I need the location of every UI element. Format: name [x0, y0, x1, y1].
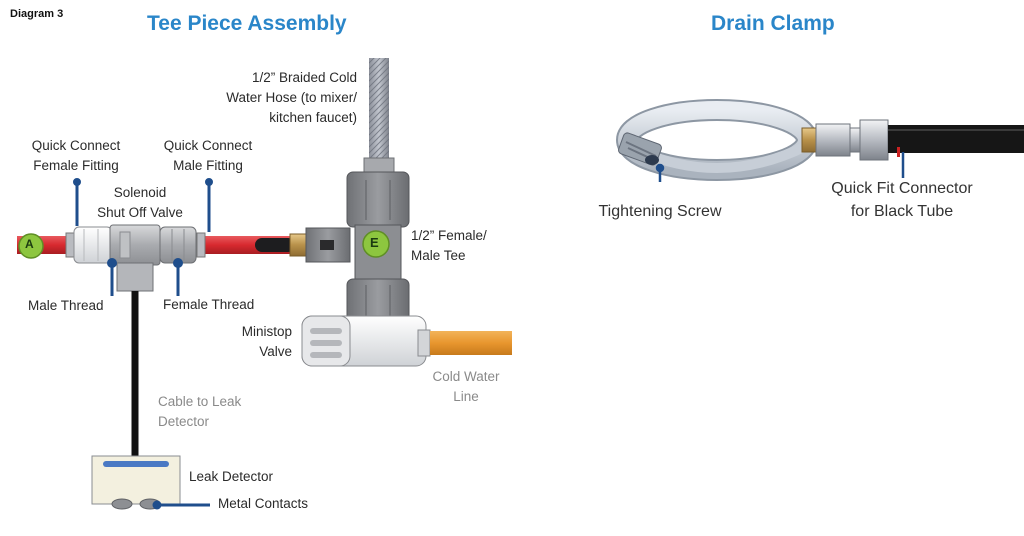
braided-hose-line-1: 1/2” Braided Cold — [251, 70, 357, 85]
tee-line-2: Male Tee — [411, 248, 466, 263]
cold-water-line-2: Line — [453, 389, 479, 404]
qc-male-label: Quick Connect Male Fitting — [150, 136, 266, 176]
drain-clamp-title: Drain Clamp — [711, 12, 835, 35]
quick-fit-line-2: for Black Tube — [850, 203, 954, 220]
marker-e — [362, 230, 390, 258]
drain-clamp-artwork — [616, 99, 1024, 181]
leak-detector-label: Leak Detector — [189, 469, 274, 484]
cable-line-1: Cable to Leak — [158, 394, 242, 409]
cold-water-label: Cold Water Line — [418, 367, 514, 407]
marker-a — [18, 233, 44, 259]
female-male-tee-label: 1/2” Female/ Male Tee — [411, 226, 487, 266]
female-thread-label: Female Thread — [163, 297, 255, 312]
ministop-line-2: Valve — [259, 344, 292, 359]
qc-male-line-1: Quick Connect — [163, 138, 253, 153]
qc-female-label: Quick Connect Female Fitting — [18, 136, 134, 176]
braided-hose-line-2: Water Hose (to mixer/ — [226, 90, 357, 105]
cable-label: Cable to Leak Detector — [158, 392, 241, 432]
ministop-label: Ministop Valve — [224, 322, 292, 362]
marker-e-label: E — [370, 235, 379, 250]
braided-hose — [363, 58, 395, 175]
drain-leader-lines — [655, 152, 905, 182]
solenoid-line-2: Shut Off Valve — [97, 205, 183, 220]
quick-connect-female — [73, 226, 113, 264]
cold-water-line-1: Cold Water — [432, 369, 500, 384]
cold-water-pipe — [430, 331, 512, 355]
leader-lines — [73, 178, 213, 510]
braided-hose-line-3: kitchen faucet) — [269, 110, 357, 125]
diagram-number: Diagram 3 — [10, 8, 64, 20]
tee-inlet-connector — [255, 227, 351, 263]
qc-male-line-2: Male Fitting — [173, 158, 243, 173]
qc-female-line-1: Quick Connect — [31, 138, 121, 153]
leak-detector-box — [91, 455, 181, 510]
male-thread-label: Male Thread — [28, 298, 104, 313]
braided-hose-label: 1/2” Braided Cold Water Hose (to mixer/ … — [200, 68, 357, 128]
marker-a-label: A — [25, 237, 34, 251]
tee-piece-title: Tee Piece Assembly — [147, 12, 347, 35]
tee-line-1: 1/2” Female/ — [411, 228, 487, 243]
solenoid-line-1: Solenoid — [113, 185, 167, 200]
quick-fit-line-1: Quick Fit Connector — [831, 180, 973, 197]
cable-line-2: Detector — [158, 414, 210, 429]
ministop-valve — [301, 315, 431, 367]
solenoid-valve — [109, 224, 197, 292]
solenoid-label: Solenoid Shut Off Valve — [86, 183, 194, 223]
metal-contacts-label: Metal Contacts — [218, 496, 309, 511]
quick-fit-label: Quick Fit Connector for Black Tube — [806, 177, 998, 223]
qc-female-line-2: Female Fitting — [33, 158, 119, 173]
tightening-screw-label: Tightening Screw — [598, 203, 722, 220]
ministop-line-1: Ministop — [241, 324, 292, 339]
